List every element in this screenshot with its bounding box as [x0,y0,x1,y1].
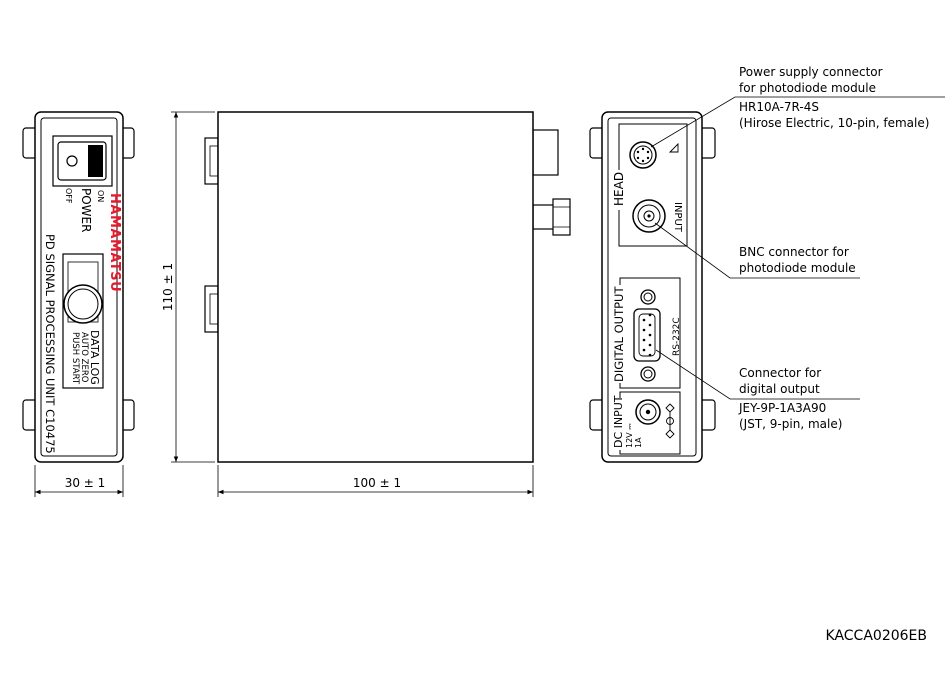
power-label: POWER [79,188,93,232]
side-view: 110 ± 1 100 ± 1 [161,111,571,497]
rs232-label: RS-232C [672,317,682,356]
svg-text:photodiode module: photodiode module [739,261,856,275]
callout-bnc: BNC connector for photodiode module [739,245,856,275]
rs232-connector[interactable] [633,308,661,362]
power-on-label: ON [96,190,105,202]
dc-current: 1A [634,437,643,448]
datalog-line2: PUSH START [70,332,80,385]
svg-text:(Hirose Electric, 10-pin, fema: (Hirose Electric, 10-pin, female) [739,116,929,130]
head-label: HEAD [612,172,626,206]
svg-text:JEY-9P-1A3A90: JEY-9P-1A3A90 [738,401,826,415]
height-dimension: 110 ± 1 [161,263,175,311]
data-log-button[interactable] [63,284,103,324]
model-label: PD SIGNAL PROCESSING UNIT C10475 [43,234,57,454]
drawing-code: KACCA0206EB [826,628,927,644]
datalog-line1: AUTO ZERO [79,332,89,383]
input-label: INPUT [672,202,683,233]
callout-power-supply: Power supply connector for photodiode mo… [739,65,929,130]
depth-dimension: 100 ± 1 [353,476,401,490]
dc-voltage: 12V ⎓ [625,423,634,448]
front-view: ON POWER OFF HAMAMATSU PD SIGNAL PROCESS… [22,111,135,497]
width-dimension: 30 ± 1 [65,476,106,490]
digital-output-label: DIGITAL OUTPUT [612,286,626,382]
svg-text:digital output: digital output [739,382,820,396]
callout-digital-output: Connector for digital output JEY-9P-1A3A… [738,366,842,431]
svg-text:(JST, 9-pin, male): (JST, 9-pin, male) [739,417,842,431]
power-off-label: OFF [64,188,73,204]
svg-text:HR10A-7R-4S: HR10A-7R-4S [739,100,819,114]
dc-input-label: DC INPUT [612,395,625,448]
svg-text:Power supply connector: Power supply connector [739,65,883,79]
side-body [217,111,534,463]
svg-text:BNC connector for: BNC connector for [739,245,849,259]
brand-logo: HAMAMATSU [107,193,122,292]
rear-view: INPUT HEAD DIGITAL OUTPUT RS-232C DC INP… [589,96,945,463]
svg-text:for photodiode module: for photodiode module [739,81,876,95]
datalog-title: DATA LOG [88,330,101,385]
svg-text:Connector for: Connector for [739,366,821,380]
